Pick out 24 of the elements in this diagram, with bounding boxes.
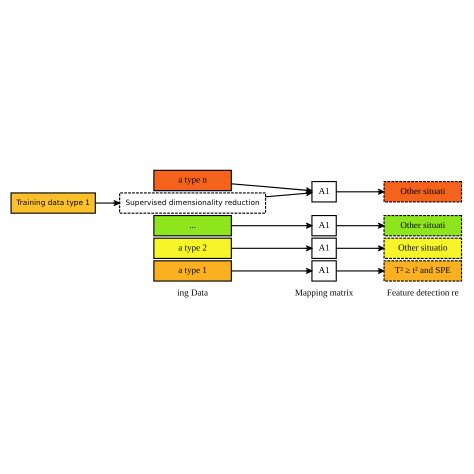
node-box: ... [153, 214, 232, 236]
node-box: Other situati [383, 214, 462, 236]
arrow [336, 268, 384, 274]
node-box: A1 [311, 260, 337, 282]
node-box: A1 [311, 238, 337, 260]
label: Feature detection re [386, 288, 459, 298]
arrow [266, 190, 312, 198]
node-box: Other situatio [383, 238, 462, 260]
node-box: T² ≥ t² and SPE [383, 260, 462, 282]
label: Mapping matrix [294, 288, 354, 298]
node-box: a type n [153, 170, 232, 192]
node-box: Other situati [383, 181, 462, 202]
node-box: a type 2 [153, 238, 232, 260]
label: ing Data [177, 288, 208, 298]
arrow [231, 245, 312, 252]
arrow [336, 222, 384, 229]
arrow [95, 200, 120, 206]
node-box: A1 [311, 181, 337, 202]
arrow [231, 268, 312, 274]
arrow [336, 188, 384, 195]
arrow [231, 222, 312, 229]
node-box: a type 1 [153, 260, 232, 282]
arrow [336, 245, 384, 252]
node-box: A1 [311, 214, 337, 236]
